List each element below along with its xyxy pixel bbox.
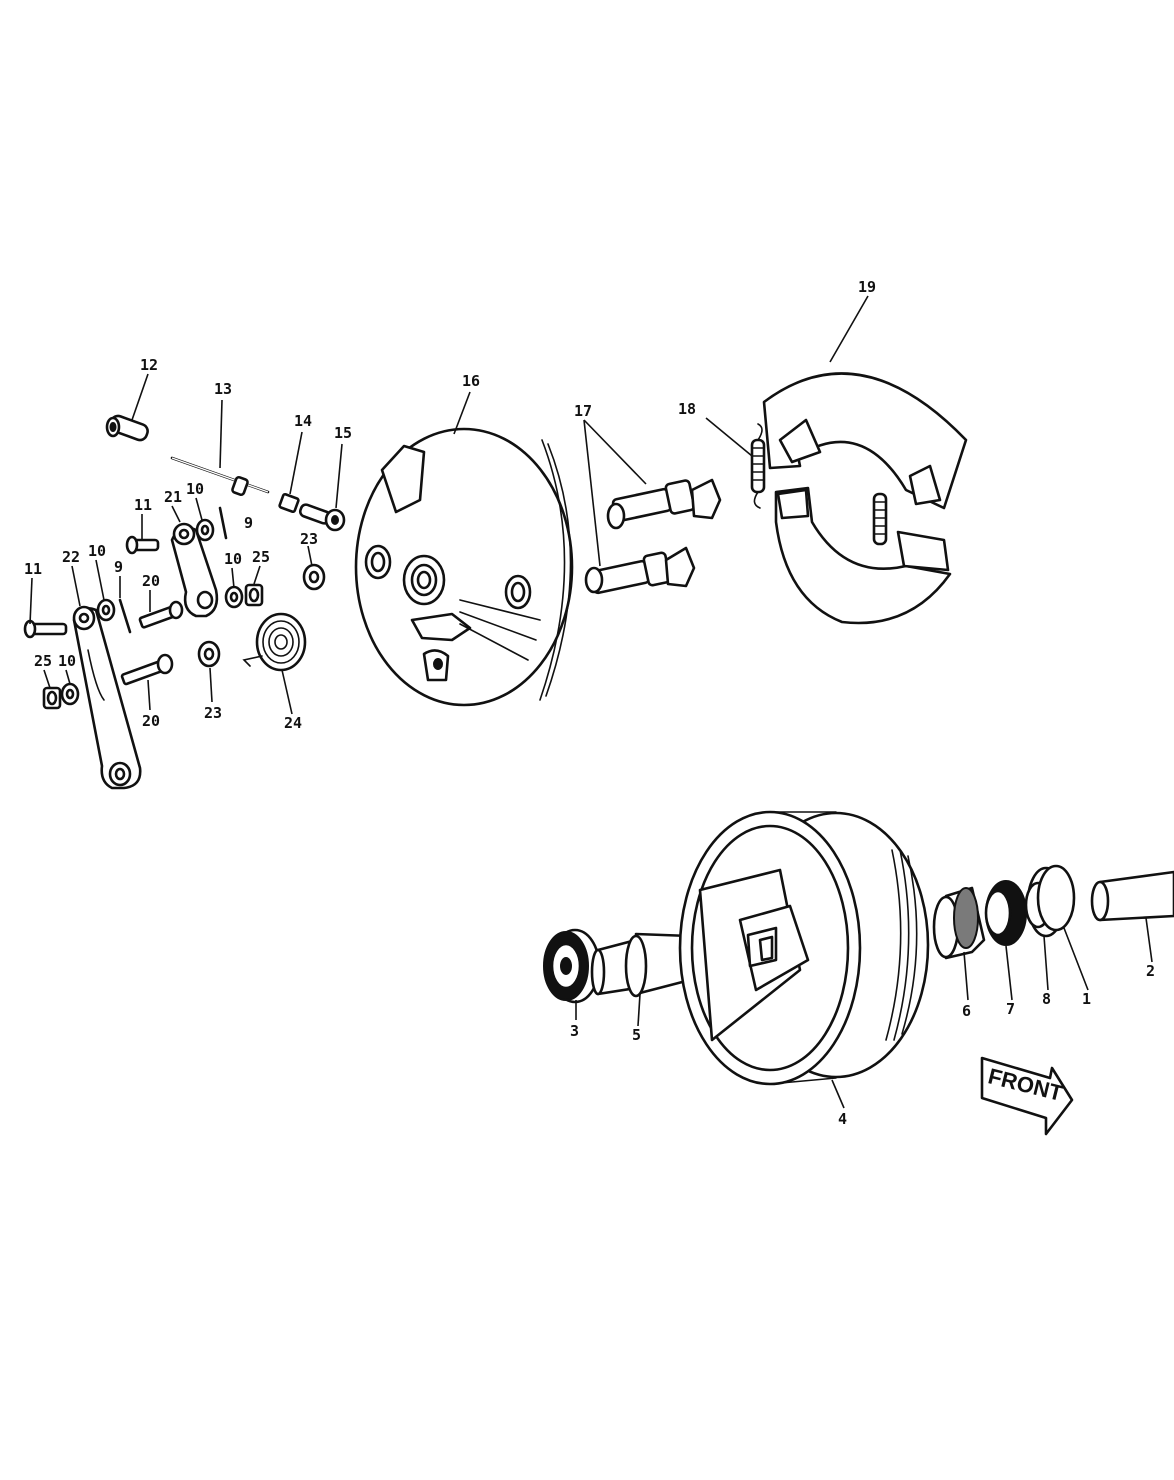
callout-20-upper: 20: [142, 572, 160, 590]
spring-24: [242, 612, 307, 672]
nut-25-right: [244, 583, 264, 607]
pin-9-upper: [218, 506, 228, 540]
callout-21: 21: [164, 488, 182, 506]
callout-10-top: 10: [186, 480, 204, 498]
callout-9-upper: 9: [244, 514, 253, 532]
callout-15: 15: [334, 424, 352, 442]
leader-lines: [29, 295, 1153, 1109]
callout-1: 1: [1082, 990, 1091, 1008]
callout-6: 6: [962, 1002, 971, 1020]
callout-11-lower: 11: [24, 560, 42, 578]
callout-14: 14: [294, 412, 312, 430]
washer-23-top: [302, 563, 326, 591]
callout-16: 16: [462, 372, 480, 390]
bolt-15: [298, 503, 346, 532]
callout-22: 22: [62, 548, 80, 566]
callout-10-left: 10: [88, 542, 106, 560]
bearing-6: [932, 886, 986, 960]
callout-10-right: 10: [224, 550, 242, 568]
axle-2: [1090, 870, 1174, 922]
callout-25-right: 25: [252, 548, 270, 566]
washer-10-lower-left: [60, 682, 80, 706]
spring-18: [750, 423, 766, 509]
callout-12: 12: [140, 356, 158, 374]
callout-20-lower: 20: [142, 712, 160, 730]
brake-panel-16: [354, 427, 574, 707]
nut-14: [278, 492, 300, 514]
bolt-20-upper: [138, 600, 184, 629]
callout-10-lower: 10: [58, 652, 76, 670]
camshaft-17-upper: [606, 478, 722, 530]
callout-labels: 12 13 14 15 16 17 18 19 11 21 10 9 11 22…: [24, 278, 1155, 1128]
bolt-11-upper: [125, 535, 160, 555]
callout-3: 3: [570, 1022, 579, 1040]
callout-23-top: 23: [300, 530, 318, 548]
brake-shoe-19-lower: [774, 486, 952, 625]
bolt-12: [105, 414, 149, 442]
callout-11-upper: 11: [134, 496, 152, 514]
pin-9-lower: [118, 598, 132, 634]
callout-5: 5: [632, 1026, 641, 1044]
lever-21: [170, 522, 219, 618]
callout-2: 2: [1146, 962, 1155, 980]
callout-4: 4: [838, 1110, 847, 1128]
callout-23-bottom: 23: [204, 704, 222, 722]
front-direction-badge: FRONT: [980, 1056, 1074, 1136]
collar-1: [1036, 864, 1076, 932]
lever-22: [72, 605, 142, 790]
washer-10-right: [224, 585, 244, 609]
callout-13: 13: [214, 380, 232, 398]
callout-9-lower: 9: [114, 558, 123, 576]
wheel-hub-4: [678, 810, 930, 1086]
bolt-11-lower: [23, 619, 68, 639]
washer-10-mid: [195, 518, 215, 542]
bearing-3: [543, 928, 601, 1004]
callout-25-left: 25: [34, 652, 52, 670]
callout-7: 7: [1006, 1000, 1015, 1018]
washer-10-left: [96, 598, 116, 622]
seal-7: [984, 880, 1027, 946]
bolt-20-lower: [120, 653, 174, 686]
nut-25-left: [42, 686, 62, 710]
callout-17: 17: [574, 402, 592, 420]
brake-shoe-19-upper: [762, 372, 968, 510]
callout-19: 19: [858, 278, 876, 296]
spring-18-second: [872, 492, 888, 546]
callout-18: 18: [678, 400, 696, 418]
callout-24: 24: [284, 714, 302, 732]
washer-23-bottom: [197, 640, 221, 668]
camshaft-17-lower: [584, 546, 696, 595]
callout-8: 8: [1042, 990, 1051, 1008]
rod-13: [170, 456, 270, 497]
